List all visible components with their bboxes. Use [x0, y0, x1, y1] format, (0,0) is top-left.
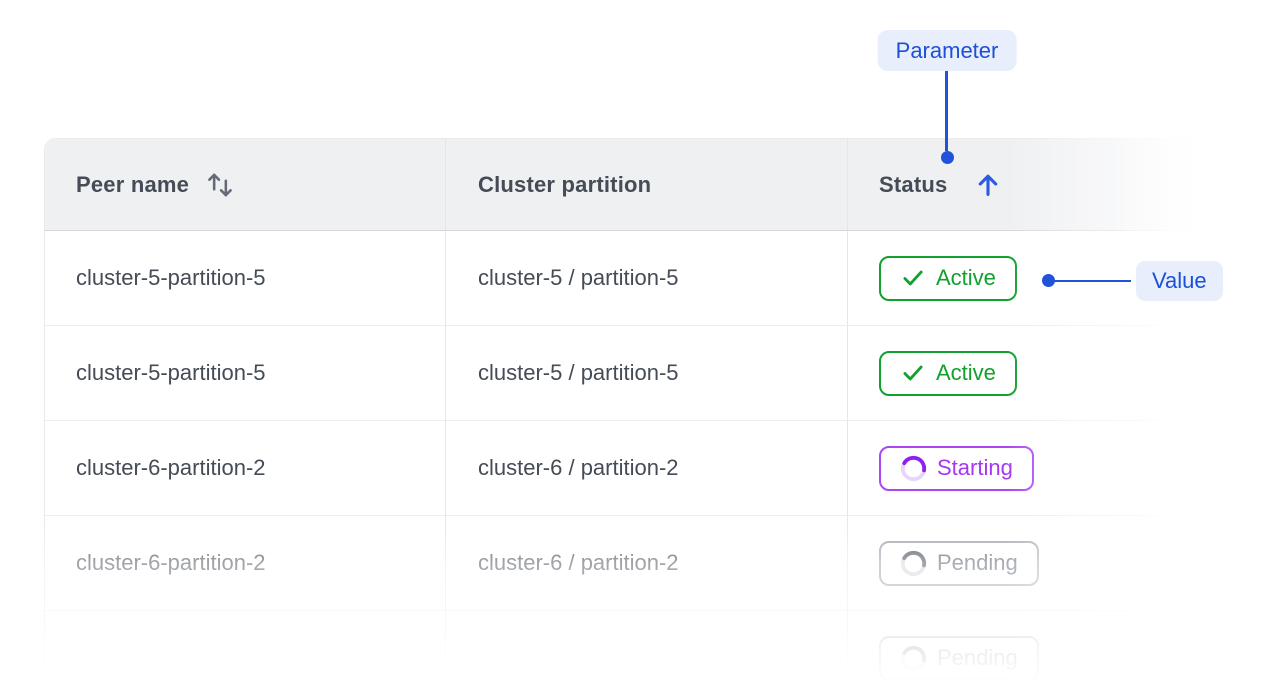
column-header-peer-name[interactable]: Peer name	[45, 139, 446, 230]
parameter-callout-dot	[940, 151, 954, 164]
value-callout-label: Value	[1152, 268, 1207, 293]
column-header-label: Peer name	[76, 171, 190, 197]
status-label: Pending	[937, 550, 1018, 575]
table-row[interactable]: cluster-6-partition-2 cluster-6 / partiti…	[45, 421, 1272, 516]
status-label: Active	[936, 360, 996, 385]
table-body: cluster-5-partition-5 cluster-5 / partiti…	[45, 231, 1272, 688]
status-badge-active: Active	[879, 255, 1017, 301]
sort-updown-icon[interactable]	[203, 168, 237, 202]
cluster-partition-cell: cluster-5 / partition-5	[446, 326, 848, 420]
table-row[interactable]: cluster-5-partition-5 cluster-5 / partiti…	[45, 231, 1272, 326]
cluster-partition-cell	[446, 611, 848, 688]
check-icon	[900, 360, 926, 386]
cluster-partition-cell: cluster-6 / partition-2	[446, 516, 848, 610]
status-cell: Pending	[848, 516, 1272, 610]
cluster-partition-text: cluster-6 / partition-2	[478, 455, 679, 480]
value-callout-line	[1053, 279, 1131, 282]
peer-name-text: cluster-6-partition-2	[76, 550, 266, 575]
cluster-partition-cell: cluster-5 / partition-5	[446, 231, 848, 325]
status-cell: Starting	[848, 421, 1272, 515]
status-cell: Pending	[848, 611, 1272, 688]
status-cell: Active	[848, 326, 1272, 420]
column-header-label: Status	[879, 171, 948, 197]
table-row[interactable]: cluster-5-partition-5 cluster-5 / partiti…	[45, 326, 1272, 421]
peers-table: Peer name Cluster partition Status cluster…	[44, 138, 1272, 688]
peer-name-text: cluster-6-partition-2	[76, 455, 266, 480]
table-row[interactable]: cluster-6-partition-2 cluster-6 / partiti…	[45, 516, 1272, 611]
peer-name-text: cluster-5-partition-5	[76, 265, 266, 290]
cluster-partition-text: cluster-6 / partition-2	[478, 550, 679, 575]
peer-name-cell: cluster-6-partition-2	[45, 516, 446, 610]
parameter-callout-badge: Parameter	[877, 30, 1017, 71]
peer-name-cell: cluster-6-partition-2	[45, 421, 446, 515]
sort-ascending-icon[interactable]	[973, 170, 1003, 200]
status-cell: Active	[848, 231, 1272, 325]
peer-name-text: cluster-5-partition-5	[76, 360, 266, 385]
spinner-icon	[900, 455, 927, 482]
column-header-status[interactable]: Status	[848, 139, 1272, 230]
cluster-partition-text: cluster-5 / partition-5	[478, 265, 679, 290]
status-label: Active	[936, 265, 996, 290]
parameter-callout-line	[945, 71, 948, 151]
peer-name-cell: cluster-5-partition-5	[45, 231, 446, 325]
status-label: Pending	[937, 645, 1018, 670]
table-row[interactable]: Pending	[45, 611, 1272, 688]
value-callout-badge: Value	[1136, 261, 1223, 301]
status-label: Starting	[937, 455, 1013, 480]
status-badge-pending: Pending	[879, 540, 1039, 586]
status-badge-active: Active	[879, 350, 1017, 396]
table-header-row: Peer name Cluster partition Status	[45, 139, 1272, 231]
status-badge-pending: Pending	[879, 635, 1039, 681]
parameter-callout-label: Parameter	[895, 37, 999, 63]
status-badge-starting: Starting	[879, 445, 1034, 491]
column-header-label: Cluster partition	[478, 171, 652, 197]
cluster-partition-text: cluster-5 / partition-5	[478, 360, 679, 385]
peer-name-cell: cluster-5-partition-5	[45, 326, 446, 420]
spinner-icon	[900, 550, 927, 577]
check-icon	[900, 265, 926, 291]
cluster-partition-cell: cluster-6 / partition-2	[446, 421, 848, 515]
column-header-cluster-partition[interactable]: Cluster partition	[446, 139, 848, 230]
peer-name-cell	[45, 611, 446, 688]
spinner-icon	[900, 645, 927, 672]
